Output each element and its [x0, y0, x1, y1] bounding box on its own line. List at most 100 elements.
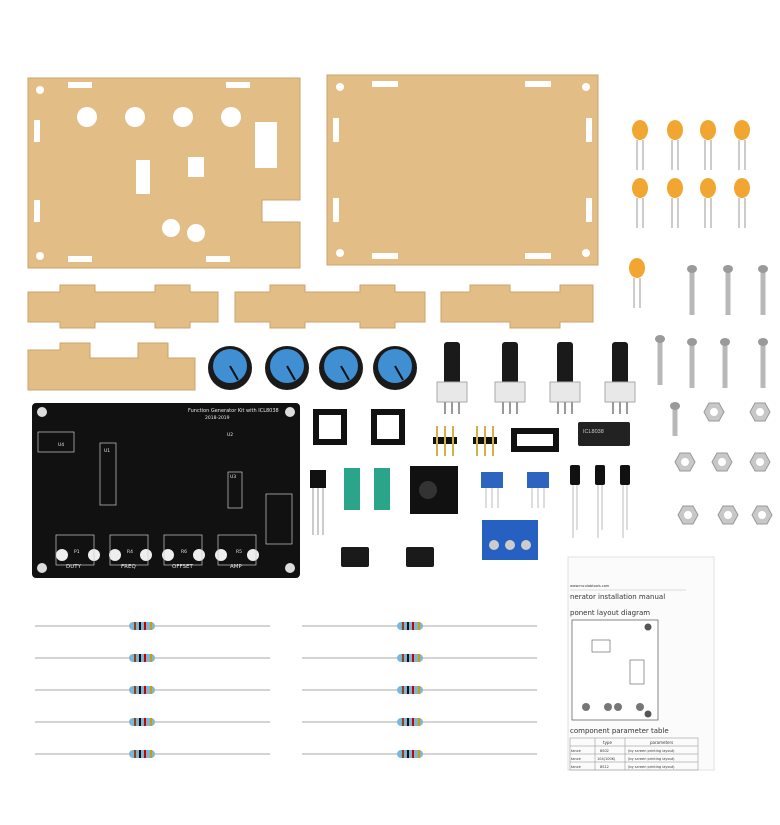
color-band [412, 622, 414, 630]
potentiometer-knob [265, 346, 309, 390]
resistor [35, 654, 270, 662]
color-band [150, 622, 152, 630]
nut-hole [718, 458, 726, 466]
pot-body [604, 381, 636, 403]
cap-body [570, 465, 580, 485]
pot-outline [109, 534, 149, 566]
knob-pointer [340, 365, 350, 381]
resistor [35, 718, 270, 726]
pcb-ref-u1: U1 [104, 448, 110, 454]
pot-pad [140, 549, 152, 561]
resistor [35, 750, 270, 758]
ic-8pin [341, 547, 369, 567]
rotary-potentiometer [604, 342, 636, 414]
screw-head [670, 402, 680, 410]
screw [758, 265, 768, 315]
mounting-hole [285, 563, 295, 573]
nut-hole [756, 458, 764, 466]
pot-shaft [612, 342, 628, 384]
pot-body [494, 381, 526, 403]
ic-8pin [406, 547, 434, 567]
color-band [412, 750, 414, 758]
screw-shaft [657, 341, 663, 385]
screw [687, 338, 697, 388]
knob-pointer [286, 365, 296, 381]
table-header-parameters: parameters [650, 740, 673, 745]
capacitor-body [700, 178, 716, 198]
parameter-table [569, 737, 699, 771]
color-band [139, 750, 141, 758]
color-band [144, 622, 146, 630]
ceramic-capacitor [632, 178, 648, 228]
hex-nut [677, 505, 699, 525]
screw-shaft [689, 344, 695, 388]
ceramic-capacitor [629, 258, 645, 308]
color-band [402, 718, 404, 726]
color-band [150, 686, 152, 694]
screw-head [720, 338, 730, 346]
pcb-label-freq: FREQ [121, 564, 136, 570]
terminal-screw [489, 540, 499, 550]
transistor [310, 470, 326, 535]
nut-hole [724, 511, 732, 519]
u1-outline [99, 442, 117, 506]
screw-shaft [672, 408, 678, 436]
ic-body [341, 547, 369, 567]
color-band [407, 622, 409, 630]
color-band [407, 718, 409, 726]
electrolytic-capacitor [620, 465, 630, 538]
capacitor-body [632, 178, 648, 198]
pot-body [436, 381, 468, 403]
color-band [134, 750, 136, 758]
hex-nut [751, 505, 773, 525]
color-band [407, 654, 409, 662]
manual-url: www.mculabtools.com [570, 584, 610, 588]
socket-window [377, 415, 399, 439]
table-cell: (by screen printing layout) [628, 757, 675, 761]
table-cell: 104(100K) [597, 757, 616, 761]
capacitor-body [700, 120, 716, 140]
installation-manual: www.mculabtools.com nerator installation… [567, 556, 715, 771]
color-band [150, 718, 152, 726]
table-cell: tance [571, 765, 581, 769]
jumper-body [344, 468, 360, 510]
resistor [35, 686, 270, 694]
table-cell: tance [571, 749, 581, 753]
electrolytic-capacitor [595, 465, 605, 538]
capacitor-body [629, 258, 645, 278]
terminal-screw [521, 540, 531, 550]
nut-hole [758, 511, 766, 519]
screw [720, 338, 730, 388]
screw-head [687, 265, 697, 273]
color-band [139, 718, 141, 726]
resistor [302, 654, 537, 662]
ceramic-capacitor [734, 120, 750, 170]
capacitor-body [667, 178, 683, 198]
color-band [139, 654, 141, 662]
resistor [302, 750, 537, 758]
potentiometer-knob [208, 346, 252, 390]
color-band [144, 686, 146, 694]
ic-body [406, 547, 434, 567]
ic-socket [511, 428, 559, 452]
ceramic-capacitor [700, 178, 716, 228]
screw [655, 335, 665, 385]
pcb-ref-r5: R5 [236, 549, 242, 555]
rotary-potentiometer [436, 342, 468, 414]
pcb-label-amp: AMP [230, 564, 243, 570]
cap-body [620, 465, 630, 485]
screw-shaft [725, 271, 731, 315]
pcb-ref-r4: R4 [127, 549, 133, 555]
pot-outline [217, 534, 257, 566]
screw-head [758, 265, 768, 273]
acrylic-side-strips [27, 284, 594, 391]
color-band [139, 622, 141, 630]
socket-window [319, 415, 341, 439]
color-band [134, 718, 136, 726]
color-band [418, 654, 420, 662]
manual-section-layout: ponent layout diagram [570, 609, 650, 617]
screw [758, 338, 768, 388]
pot-pad [109, 549, 121, 561]
pcb-board: Function Generator Kit with ICL8038 2018… [32, 403, 300, 578]
potentiometer-knob [319, 346, 363, 390]
